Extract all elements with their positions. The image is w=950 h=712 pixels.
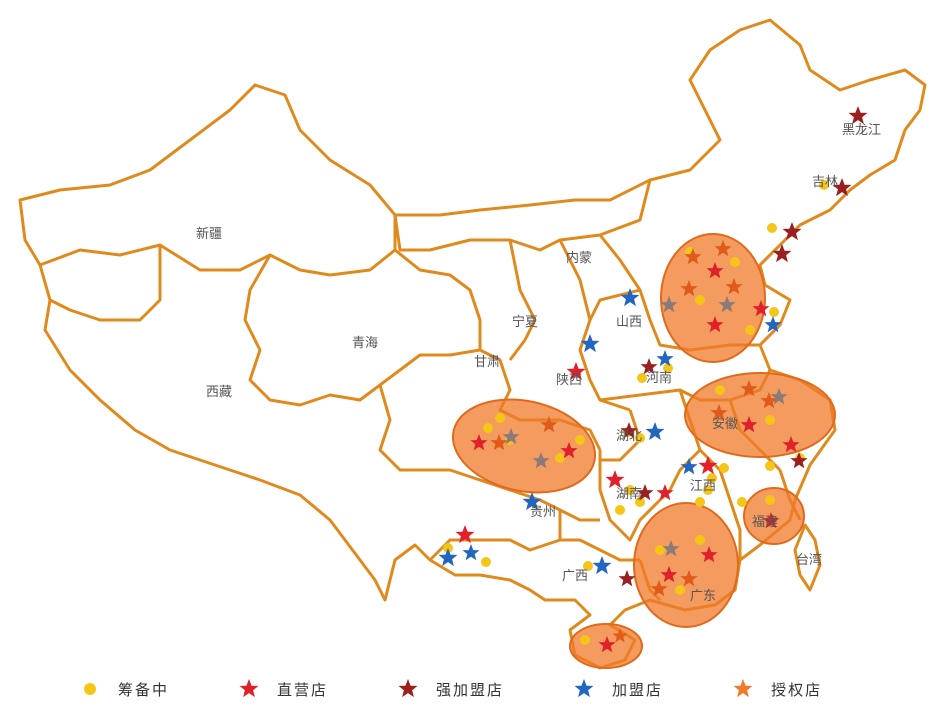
cluster-guangdong	[633, 502, 739, 628]
label-tibet: 西藏	[206, 385, 232, 400]
legend-label: 直营店	[277, 680, 329, 699]
legend: 筹备中 直营店 强加盟店 加盟店 授权店	[80, 672, 900, 706]
cluster-sichuan	[451, 398, 597, 494]
blue-star-icon	[574, 679, 594, 698]
cluster-east	[684, 372, 836, 458]
legend-label: 筹备中	[118, 680, 170, 699]
taiwan-outline	[793, 523, 822, 592]
label-ningxia: 宁夏	[512, 314, 538, 330]
legend-item-direct: 直营店	[239, 679, 328, 700]
darkred-star-icon	[398, 679, 418, 698]
label-xinjiang: 新疆	[196, 226, 222, 242]
label-shanxi: 山西	[616, 315, 642, 330]
label-guangdong: 广东	[690, 589, 716, 604]
label-anhui: 安徽	[712, 417, 738, 432]
legend-item-franchise: 加盟店	[574, 679, 663, 700]
legend-label: 加盟店	[612, 680, 664, 699]
label-heilongjiang: 黑龙江	[842, 123, 881, 138]
label-shaanxi: 陕西	[556, 373, 582, 388]
label-hunan: 湖南	[616, 486, 642, 502]
cluster-north	[660, 233, 766, 363]
label-jiangxi: 江西	[690, 479, 716, 494]
label-guizhou: 贵州	[530, 505, 556, 520]
legend-item-authorized: 授权店	[733, 679, 822, 700]
region-labels: 新疆 西藏 青海 甘肃 宁夏 内蒙 黑龙江 吉林 山西 河南 陕西 贵州 广西 …	[196, 123, 881, 604]
label-jilin: 吉林	[812, 175, 838, 190]
country-outline	[18, 18, 927, 670]
label-inner-mongolia: 内蒙	[566, 250, 592, 266]
legend-item-preparing: 筹备中	[80, 679, 169, 700]
legend-label: 强加盟店	[436, 680, 505, 699]
label-fujian: 福建	[752, 515, 778, 530]
orange-star-icon	[733, 679, 753, 698]
red-star-icon	[239, 679, 259, 698]
label-hubei: 湖北	[616, 429, 642, 444]
province-borders	[18, 18, 927, 670]
legend-label: 授权店	[771, 680, 823, 699]
label-qinghai: 青海	[352, 336, 378, 351]
label-henan: 河南	[646, 370, 672, 386]
label-guangxi: 广西	[562, 569, 588, 584]
preparing-markers	[443, 180, 829, 645]
legend-item-strong-franchise: 强加盟店	[398, 679, 504, 700]
label-taiwan: 台湾	[796, 552, 822, 568]
china-store-map: 新疆 西藏 青海 甘肃 宁夏 内蒙 黑龙江 吉林 山西 河南 陕西 贵州 广西 …	[18, 18, 927, 670]
cluster-fujian	[743, 487, 805, 545]
yellow-dot-icon	[84, 683, 96, 695]
label-gansu: 甘肃	[474, 355, 500, 370]
